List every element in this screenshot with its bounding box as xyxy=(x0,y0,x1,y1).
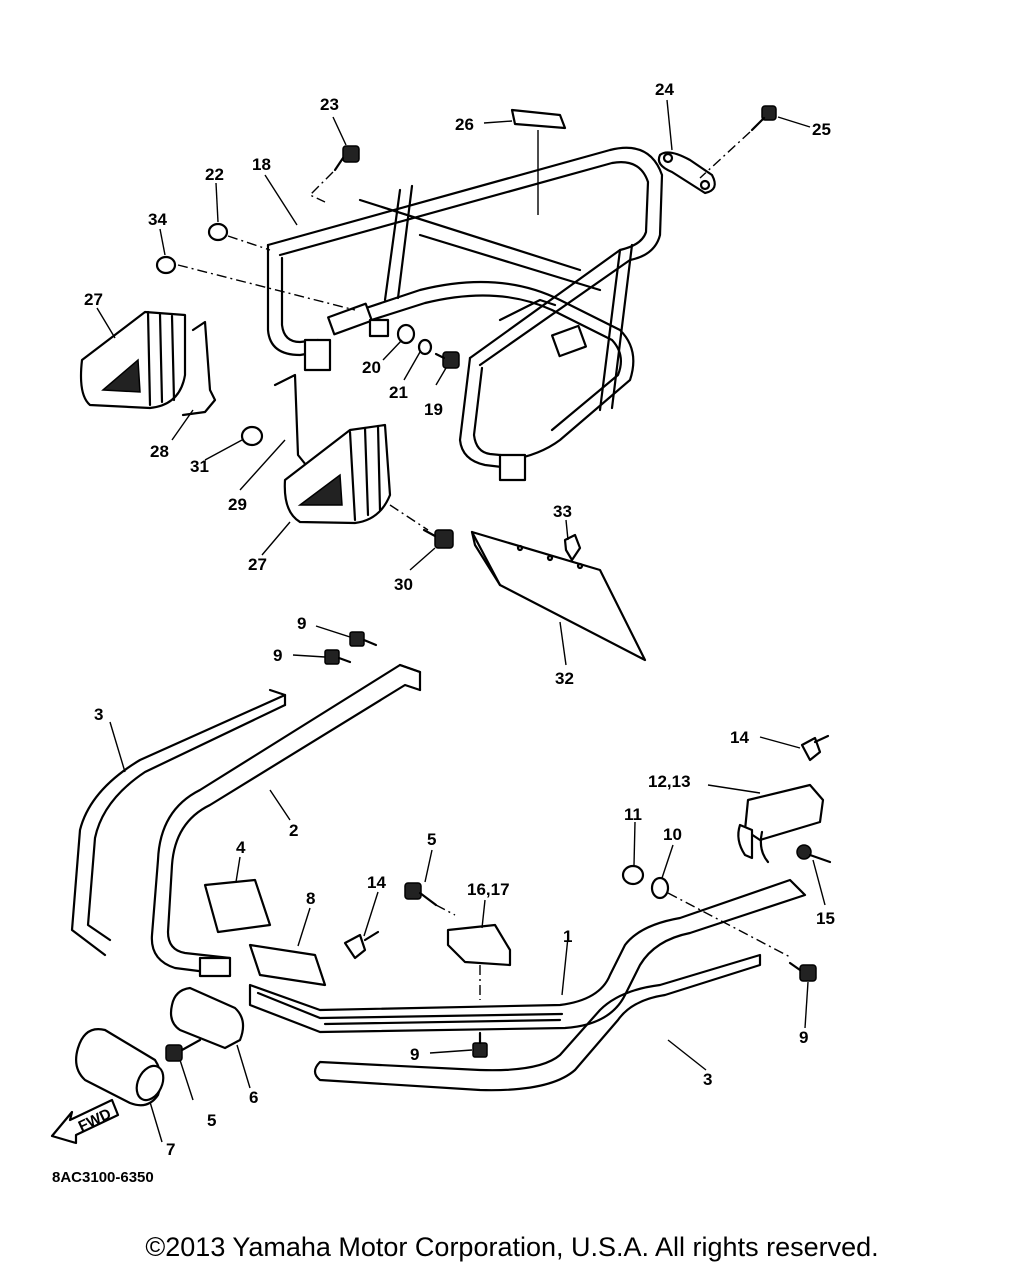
callout-32: 32 xyxy=(555,669,574,688)
callout-20: 20 xyxy=(362,358,381,377)
callout-5-lower: 5 xyxy=(207,1111,216,1130)
callout-4: 4 xyxy=(236,838,246,857)
callout-25: 25 xyxy=(812,120,831,139)
copyright-notice: ©2013 Yamaha Motor Corporation, U.S.A. A… xyxy=(145,1232,879,1262)
callout-15: 15 xyxy=(816,909,835,928)
callout-27-bottom: 27 xyxy=(248,555,267,574)
lower-frame: FWD xyxy=(50,663,807,1145)
callout-1: 1 xyxy=(563,927,572,946)
leader-lines xyxy=(96,99,826,1143)
basket-frame xyxy=(266,146,664,482)
callout-33: 33 xyxy=(553,502,572,521)
callout-3-upper: 3 xyxy=(94,705,103,724)
callout-9-a: 9 xyxy=(297,614,306,633)
callout-19: 19 xyxy=(424,400,443,419)
basket-hardware xyxy=(155,105,777,369)
callout-9-b: 9 xyxy=(273,646,282,665)
callout-14-mid: 14 xyxy=(367,873,386,892)
callout-24: 24 xyxy=(655,80,674,99)
callout-21: 21 xyxy=(389,383,408,402)
callout-12-13: 12,13 xyxy=(648,772,691,791)
callout-labels: 23 26 24 25 18 22 34 27 20 21 19 28 31 2… xyxy=(84,80,835,1159)
callout-31: 31 xyxy=(190,457,209,476)
callout-10: 10 xyxy=(663,825,682,844)
callout-18: 18 xyxy=(252,155,271,174)
callout-2: 2 xyxy=(289,821,298,840)
callout-14-top: 14 xyxy=(730,728,749,747)
side-covers xyxy=(79,310,454,549)
callout-29: 29 xyxy=(228,495,247,514)
callout-9-d: 9 xyxy=(799,1028,808,1047)
callout-22: 22 xyxy=(205,165,224,184)
callout-30: 30 xyxy=(394,575,413,594)
lower-hardware xyxy=(165,631,832,1062)
callout-9-c: 9 xyxy=(410,1045,419,1064)
callout-28: 28 xyxy=(150,442,169,461)
callout-7: 7 xyxy=(166,1140,175,1159)
callout-6: 6 xyxy=(249,1088,258,1107)
callout-5-mid: 5 xyxy=(427,830,436,849)
callout-34: 34 xyxy=(148,210,167,229)
diagram-code: 8AC3100-6350 xyxy=(52,1169,154,1186)
flap-plate xyxy=(470,530,647,662)
callout-27-top: 27 xyxy=(84,290,103,309)
callout-23: 23 xyxy=(320,95,339,114)
callout-16-17: 16,17 xyxy=(467,880,510,899)
callout-3-lower: 3 xyxy=(703,1070,712,1089)
callout-26: 26 xyxy=(455,115,474,134)
callout-8: 8 xyxy=(306,889,315,908)
callout-11: 11 xyxy=(624,805,642,824)
